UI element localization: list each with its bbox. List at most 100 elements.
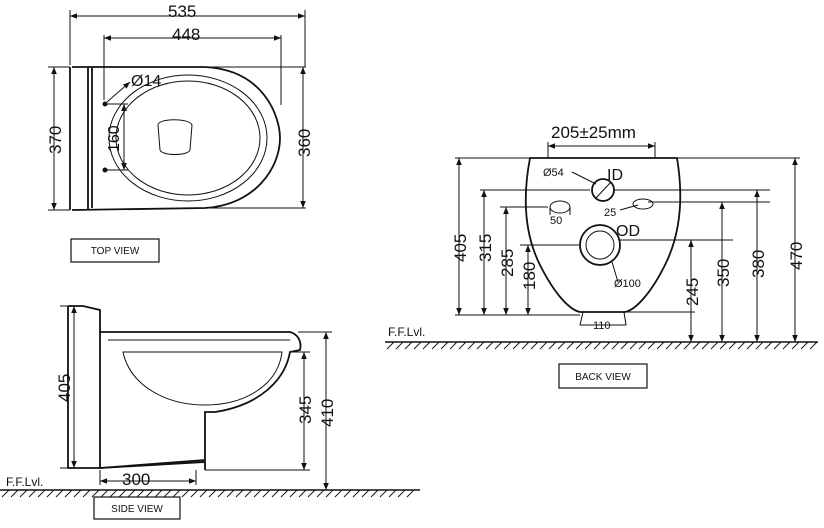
floor-hatch-line: [746, 341, 755, 350]
back-dim-315: 315: [476, 234, 495, 262]
back-view: Ø54 ID OD Ø100 25 50 110 205±25mm 405 31…: [385, 123, 818, 389]
floor-hatch-line: [449, 341, 458, 350]
side-view-floor-hatch: [1, 489, 415, 498]
floor-hatch-line: [512, 341, 521, 350]
floor-hatch-line: [1, 489, 10, 498]
side-dim-345: 345: [296, 396, 315, 424]
floor-hatch-line: [413, 341, 422, 350]
top-view-label-box: [70, 238, 160, 263]
top-view-hole-leader: [106, 81, 131, 103]
floor-hatch-line: [343, 489, 352, 498]
floor-hatch-line: [692, 341, 701, 350]
floor-hatch-line: [109, 489, 118, 498]
back-dim-245: 245: [683, 278, 702, 306]
floor-hatch-line: [253, 489, 262, 498]
floor-hatch-line: [406, 489, 415, 498]
floor-hatch-line: [611, 341, 620, 350]
floor-hatch-line: [361, 489, 370, 498]
dim-360: 360: [295, 129, 314, 157]
floor-hatch-line: [809, 341, 818, 350]
floor-hatch-line: [325, 489, 334, 498]
floor-hatch-line: [782, 341, 791, 350]
top-view-hole-top: [102, 101, 108, 107]
floor-hatch-line: [28, 489, 37, 498]
top-view-hole-bottom: [102, 167, 108, 173]
back-dim-50: 50: [550, 215, 562, 227]
side-dim-300: 300: [122, 470, 150, 489]
back-dim-380: 380: [749, 250, 768, 278]
back-dim-350: 350: [714, 259, 733, 287]
top-view: 535 448 370 360 160 Ø14 TOP VIEW: [46, 2, 314, 263]
floor-hatch-line: [298, 489, 307, 498]
top-view-outline: [69, 66, 281, 211]
floor-hatch-line: [521, 341, 530, 350]
floor-hatch-line: [791, 341, 800, 350]
floor-hatch-line: [46, 489, 55, 498]
floor-hatch-line: [548, 341, 557, 350]
floor-hatch-line: [755, 341, 764, 350]
floor-hatch-line: [683, 341, 692, 350]
top-view-bowl-inner: [115, 80, 261, 196]
floor-hatch-line: [208, 489, 217, 498]
floor-hatch-line: [190, 489, 199, 498]
back-view-floor-hatch: [386, 341, 818, 350]
floor-hatch-line: [620, 341, 629, 350]
floor-hatch-line: [19, 489, 28, 498]
floor-hatch-line: [91, 489, 100, 498]
floor-hatch-line: [118, 489, 127, 498]
back-view-body: [524, 157, 682, 313]
floor-hatch-line: [764, 341, 773, 350]
top-view-label: TOP VIEW: [91, 246, 140, 257]
back-dim-470: 470: [787, 242, 806, 270]
floor-hatch-line: [37, 489, 46, 498]
floor-hatch-line: [64, 489, 73, 498]
floor-hatch-line: [386, 341, 395, 350]
floor-hatch-line: [593, 341, 602, 350]
side-view-label: SIDE VIEW: [111, 504, 163, 515]
floor-hatch-line: [163, 489, 172, 498]
back-dim-width: 205±25mm: [551, 123, 636, 142]
floor-hatch-line: [476, 341, 485, 350]
floor-hatch-line: [199, 489, 208, 498]
side-view-wall-plate: [67, 305, 302, 469]
floor-hatch-line: [154, 489, 163, 498]
back-view-foot: [579, 311, 627, 326]
dim-160: 160: [106, 125, 123, 152]
dim-448: 448: [172, 25, 200, 44]
side-view-floor-label: F.F.Lvl.: [6, 475, 43, 489]
back-label-id: ID: [607, 167, 623, 184]
floor-hatch-line: [530, 341, 539, 350]
dim-370: 370: [46, 126, 65, 154]
floor-hatch-line: [244, 489, 253, 498]
floor-hatch-line: [271, 489, 280, 498]
back-dim-405: 405: [451, 234, 470, 262]
floor-hatch-line: [307, 489, 316, 498]
floor-hatch-line: [656, 341, 665, 350]
back-label-od: OD: [616, 223, 640, 240]
top-view-outlet: [157, 119, 193, 155]
floor-hatch-line: [665, 341, 674, 350]
back-dim-180: 180: [520, 262, 539, 290]
top-view-bowl: [108, 74, 268, 202]
back-view-label-box: [558, 363, 648, 389]
floor-hatch-line: [575, 341, 584, 350]
floor-hatch-line: [397, 489, 406, 498]
floor-hatch-line: [728, 341, 737, 350]
floor-hatch-line: [458, 341, 467, 350]
back-view-bolt-right: [632, 198, 654, 210]
floor-hatch-line: [127, 489, 136, 498]
back-dim-110: 110: [593, 320, 611, 332]
side-view: F.F.Lvl. 405 345 410 300 SIDE VIEW: [0, 305, 420, 520]
floor-hatch-line: [379, 489, 388, 498]
floor-hatch-line: [719, 341, 728, 350]
floor-hatch-line: [262, 489, 271, 498]
floor-hatch-line: [467, 341, 476, 350]
floor-hatch-line: [485, 341, 494, 350]
floor-hatch-line: [181, 489, 190, 498]
floor-hatch-line: [557, 341, 566, 350]
floor-hatch-line: [539, 341, 548, 350]
floor-hatch-line: [710, 341, 719, 350]
floor-hatch-line: [440, 341, 449, 350]
floor-hatch-line: [494, 341, 503, 350]
side-dim-405: 405: [55, 374, 74, 402]
